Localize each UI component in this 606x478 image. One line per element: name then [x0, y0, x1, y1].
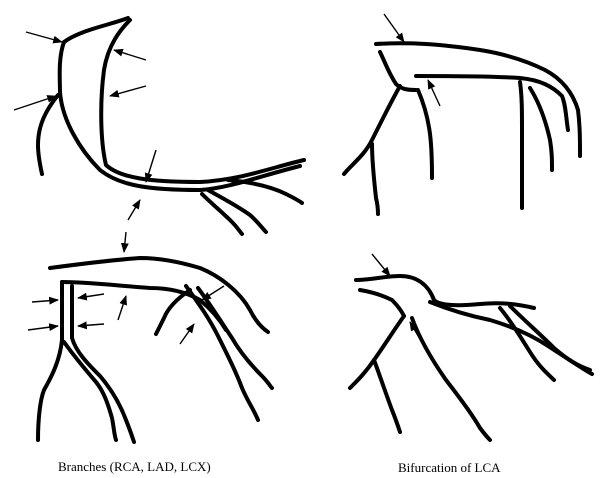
panel-bottom-left-vessels: [38, 258, 272, 442]
arrow-icon: [428, 80, 440, 106]
vessel-lad-mid: [418, 90, 432, 178]
vessel-lm-inner: [360, 290, 404, 316]
caption-branches: Branches (RCA, LAD, LCX): [58, 459, 211, 475]
arrow-icon: [202, 286, 224, 300]
vessel-lcx-bottom: [430, 302, 592, 374]
vessel-lad-left-2: [372, 144, 378, 214]
arrow-icon: [372, 254, 390, 276]
arrow-icon: [32, 300, 58, 302]
arrow-icon: [146, 150, 156, 182]
caption-bifurcation: Bifurcation of LCA: [398, 460, 501, 476]
panel-top-right-vessels: [344, 43, 580, 214]
arrow-icon: [124, 232, 126, 252]
arrow-icon: [128, 200, 140, 220]
arrow-icon: [78, 294, 104, 298]
vessel-main-inner: [101, 20, 304, 182]
arrow-icon: [28, 326, 58, 330]
arrow-icon: [180, 324, 194, 344]
arrow-icon: [110, 86, 146, 96]
arrow-icon: [384, 14, 404, 42]
arrow-icon: [118, 296, 126, 320]
vessel-main-outer: [60, 18, 300, 190]
vessel-left-vertical-3: [64, 342, 116, 440]
arrow-icon: [114, 50, 146, 60]
vessel-lcx-down: [520, 82, 522, 208]
vessel-left-vertical: [38, 282, 62, 440]
vessel-lad-down-3: [374, 360, 400, 432]
vessel-lad-down-2: [412, 318, 490, 440]
vessel-branch-left: [38, 95, 58, 174]
arrow-icon: [26, 32, 62, 42]
vessel-lcx-down-2: [530, 88, 552, 170]
vessel-lad-down: [350, 316, 404, 388]
vessel-lm-outer: [356, 276, 534, 308]
vessel-lm-bottom: [380, 52, 416, 90]
panel-bottom-right-vessels: [350, 276, 592, 440]
panel-top-left-vessels: [38, 18, 304, 234]
vessel-top-arc: [50, 258, 268, 332]
vessel-short-branch: [156, 290, 190, 334]
arrow-icon: [78, 324, 104, 326]
